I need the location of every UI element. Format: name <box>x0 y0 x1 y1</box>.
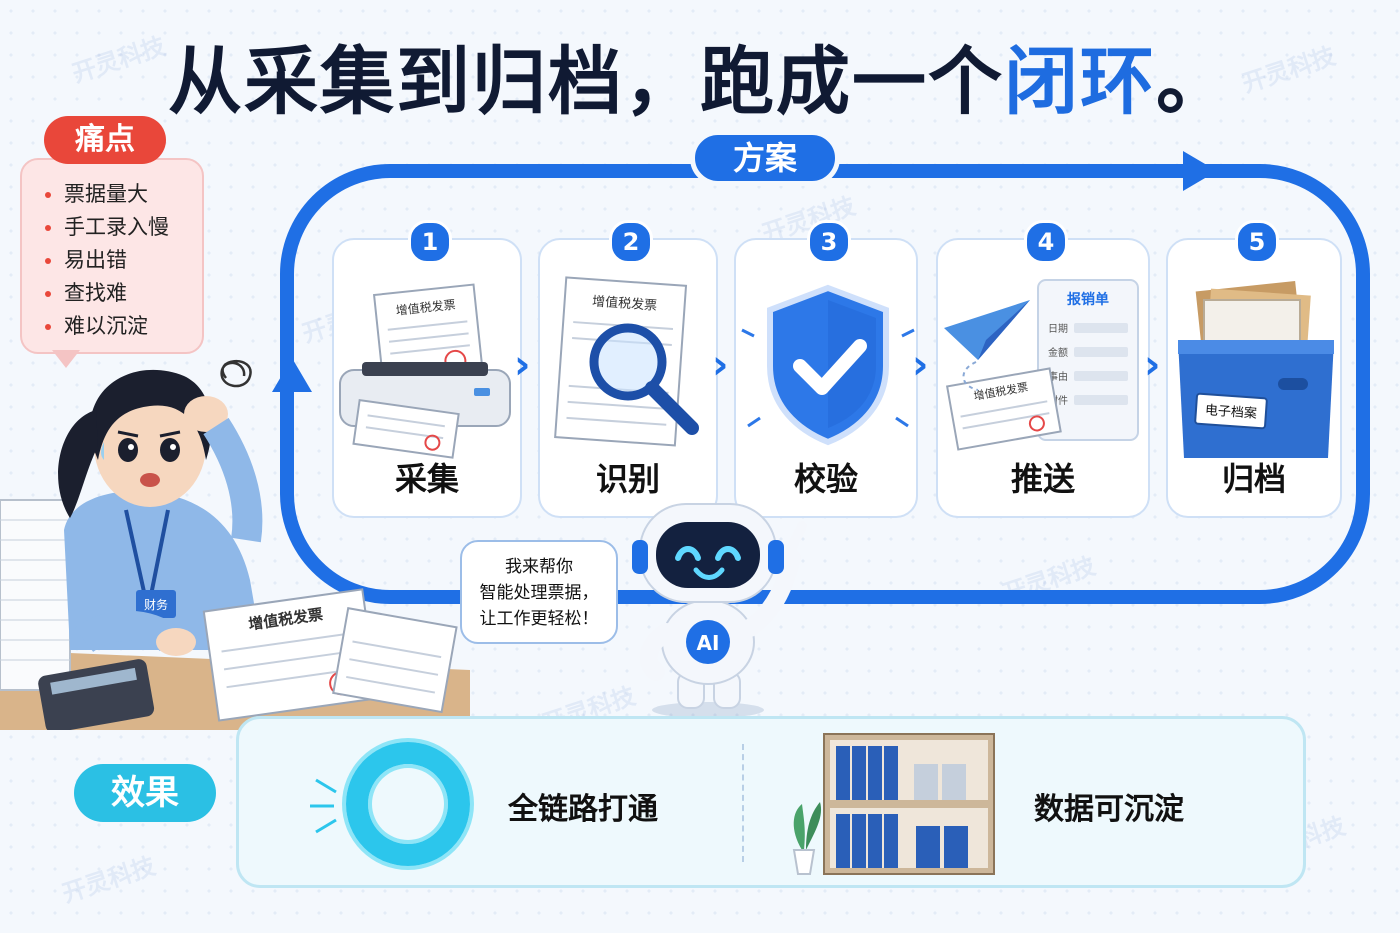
step-label: 采集 <box>394 460 459 498</box>
ring-icon <box>346 742 470 866</box>
speech-line: 让工作更轻松！ <box>479 609 599 629</box>
pain-point-item: 手工录入慢 <box>64 211 202 244</box>
form-title: 报销单 <box>1067 291 1109 308</box>
step-archive: 5 电子档案 归档 <box>1166 220 1342 518</box>
plan-label: 方案 <box>690 130 840 186</box>
paper-plane-icon: 报销单 日期 金额 事由 附件 增值税发票 <box>938 270 1148 460</box>
page-title: 从采集到归档，跑成一个闭环。 <box>0 22 1400 129</box>
speech-line: 智能处理票据， <box>479 583 599 603</box>
ai-robot-illustration: AI <box>616 500 836 720</box>
chevron-right-icon: › <box>1144 342 1161 388</box>
step-number: 3 <box>807 220 851 264</box>
step-push: 4 报销单 日期 金额 事由 附件 增值税发票 推送 <box>936 220 1150 518</box>
chevron-right-icon: › <box>912 342 929 388</box>
ring-sparkle-icon <box>310 776 350 836</box>
step-label: 识别 <box>595 460 660 498</box>
pain-points-list: 票据量大 手工录入慢 易出错 查找难 难以沉淀 <box>48 178 202 343</box>
step-label: 推送 <box>1010 460 1075 498</box>
printer-icon: 增值税发票 <box>334 270 520 460</box>
loop-arrow-up-icon <box>272 358 312 392</box>
effect-item-text: 数据可沉淀 <box>1034 792 1184 827</box>
stressed-worker-illustration: 财务 增值税发票 <box>0 350 470 733</box>
step-number: 5 <box>1235 220 1279 264</box>
step-label: 归档 <box>1221 460 1286 498</box>
title-main: 从采集到归档，跑成一个 <box>168 39 1004 125</box>
step-collect: 1 增值税发票 采集 <box>332 220 522 518</box>
form-field: 金额 <box>1048 346 1068 359</box>
magnifier-icon: 增值税发票 <box>540 270 716 460</box>
pain-point-item: 难以沉淀 <box>64 310 202 343</box>
form-field: 事由 <box>1048 370 1068 383</box>
box-label: 电子档案 <box>1204 403 1257 422</box>
pain-points-box: 票据量大 手工录入慢 易出错 查找难 难以沉淀 <box>20 158 204 354</box>
effect-divider <box>742 744 744 862</box>
pain-point-item: 易出错 <box>64 244 202 277</box>
robot-speech-bubble: 我来帮你 智能处理票据， 让工作更轻松！ <box>460 540 618 644</box>
chevron-right-icon: › <box>712 342 729 388</box>
robot-badge: AI <box>697 631 720 655</box>
worker-badge: 财务 <box>144 597 168 612</box>
shield-check-icon <box>736 270 916 460</box>
effect-tag: 效果 <box>74 764 216 822</box>
pain-bubble-tail <box>52 350 80 368</box>
form-field: 日期 <box>1048 323 1068 335</box>
doc-title: 增值税发票 <box>592 293 658 313</box>
step-number: 2 <box>609 220 653 264</box>
step-label: 校验 <box>793 460 858 498</box>
step-number: 4 <box>1024 220 1068 264</box>
archive-box-icon: 电子档案 <box>1168 270 1340 460</box>
chevron-right-icon: › <box>514 342 531 388</box>
title-end: 。 <box>1156 39 1232 125</box>
effect-item-text: 全链路打通 <box>508 792 658 827</box>
speech-line: 我来帮你 <box>505 557 573 577</box>
title-accent: 闭环 <box>1004 39 1156 125</box>
step-verify: 3 校验 <box>734 220 918 518</box>
pain-point-item: 查找难 <box>64 277 202 310</box>
pain-point-item: 票据量大 <box>64 178 202 211</box>
loop-arrow-right-icon <box>1183 151 1217 191</box>
step-number: 1 <box>408 220 452 264</box>
step-recognize: 2 增值税发票 识别 <box>538 220 718 518</box>
pain-points-tag: 痛点 <box>44 116 166 164</box>
doc-title: 增值税发票 <box>395 297 456 318</box>
shelf-icon <box>780 730 1000 880</box>
